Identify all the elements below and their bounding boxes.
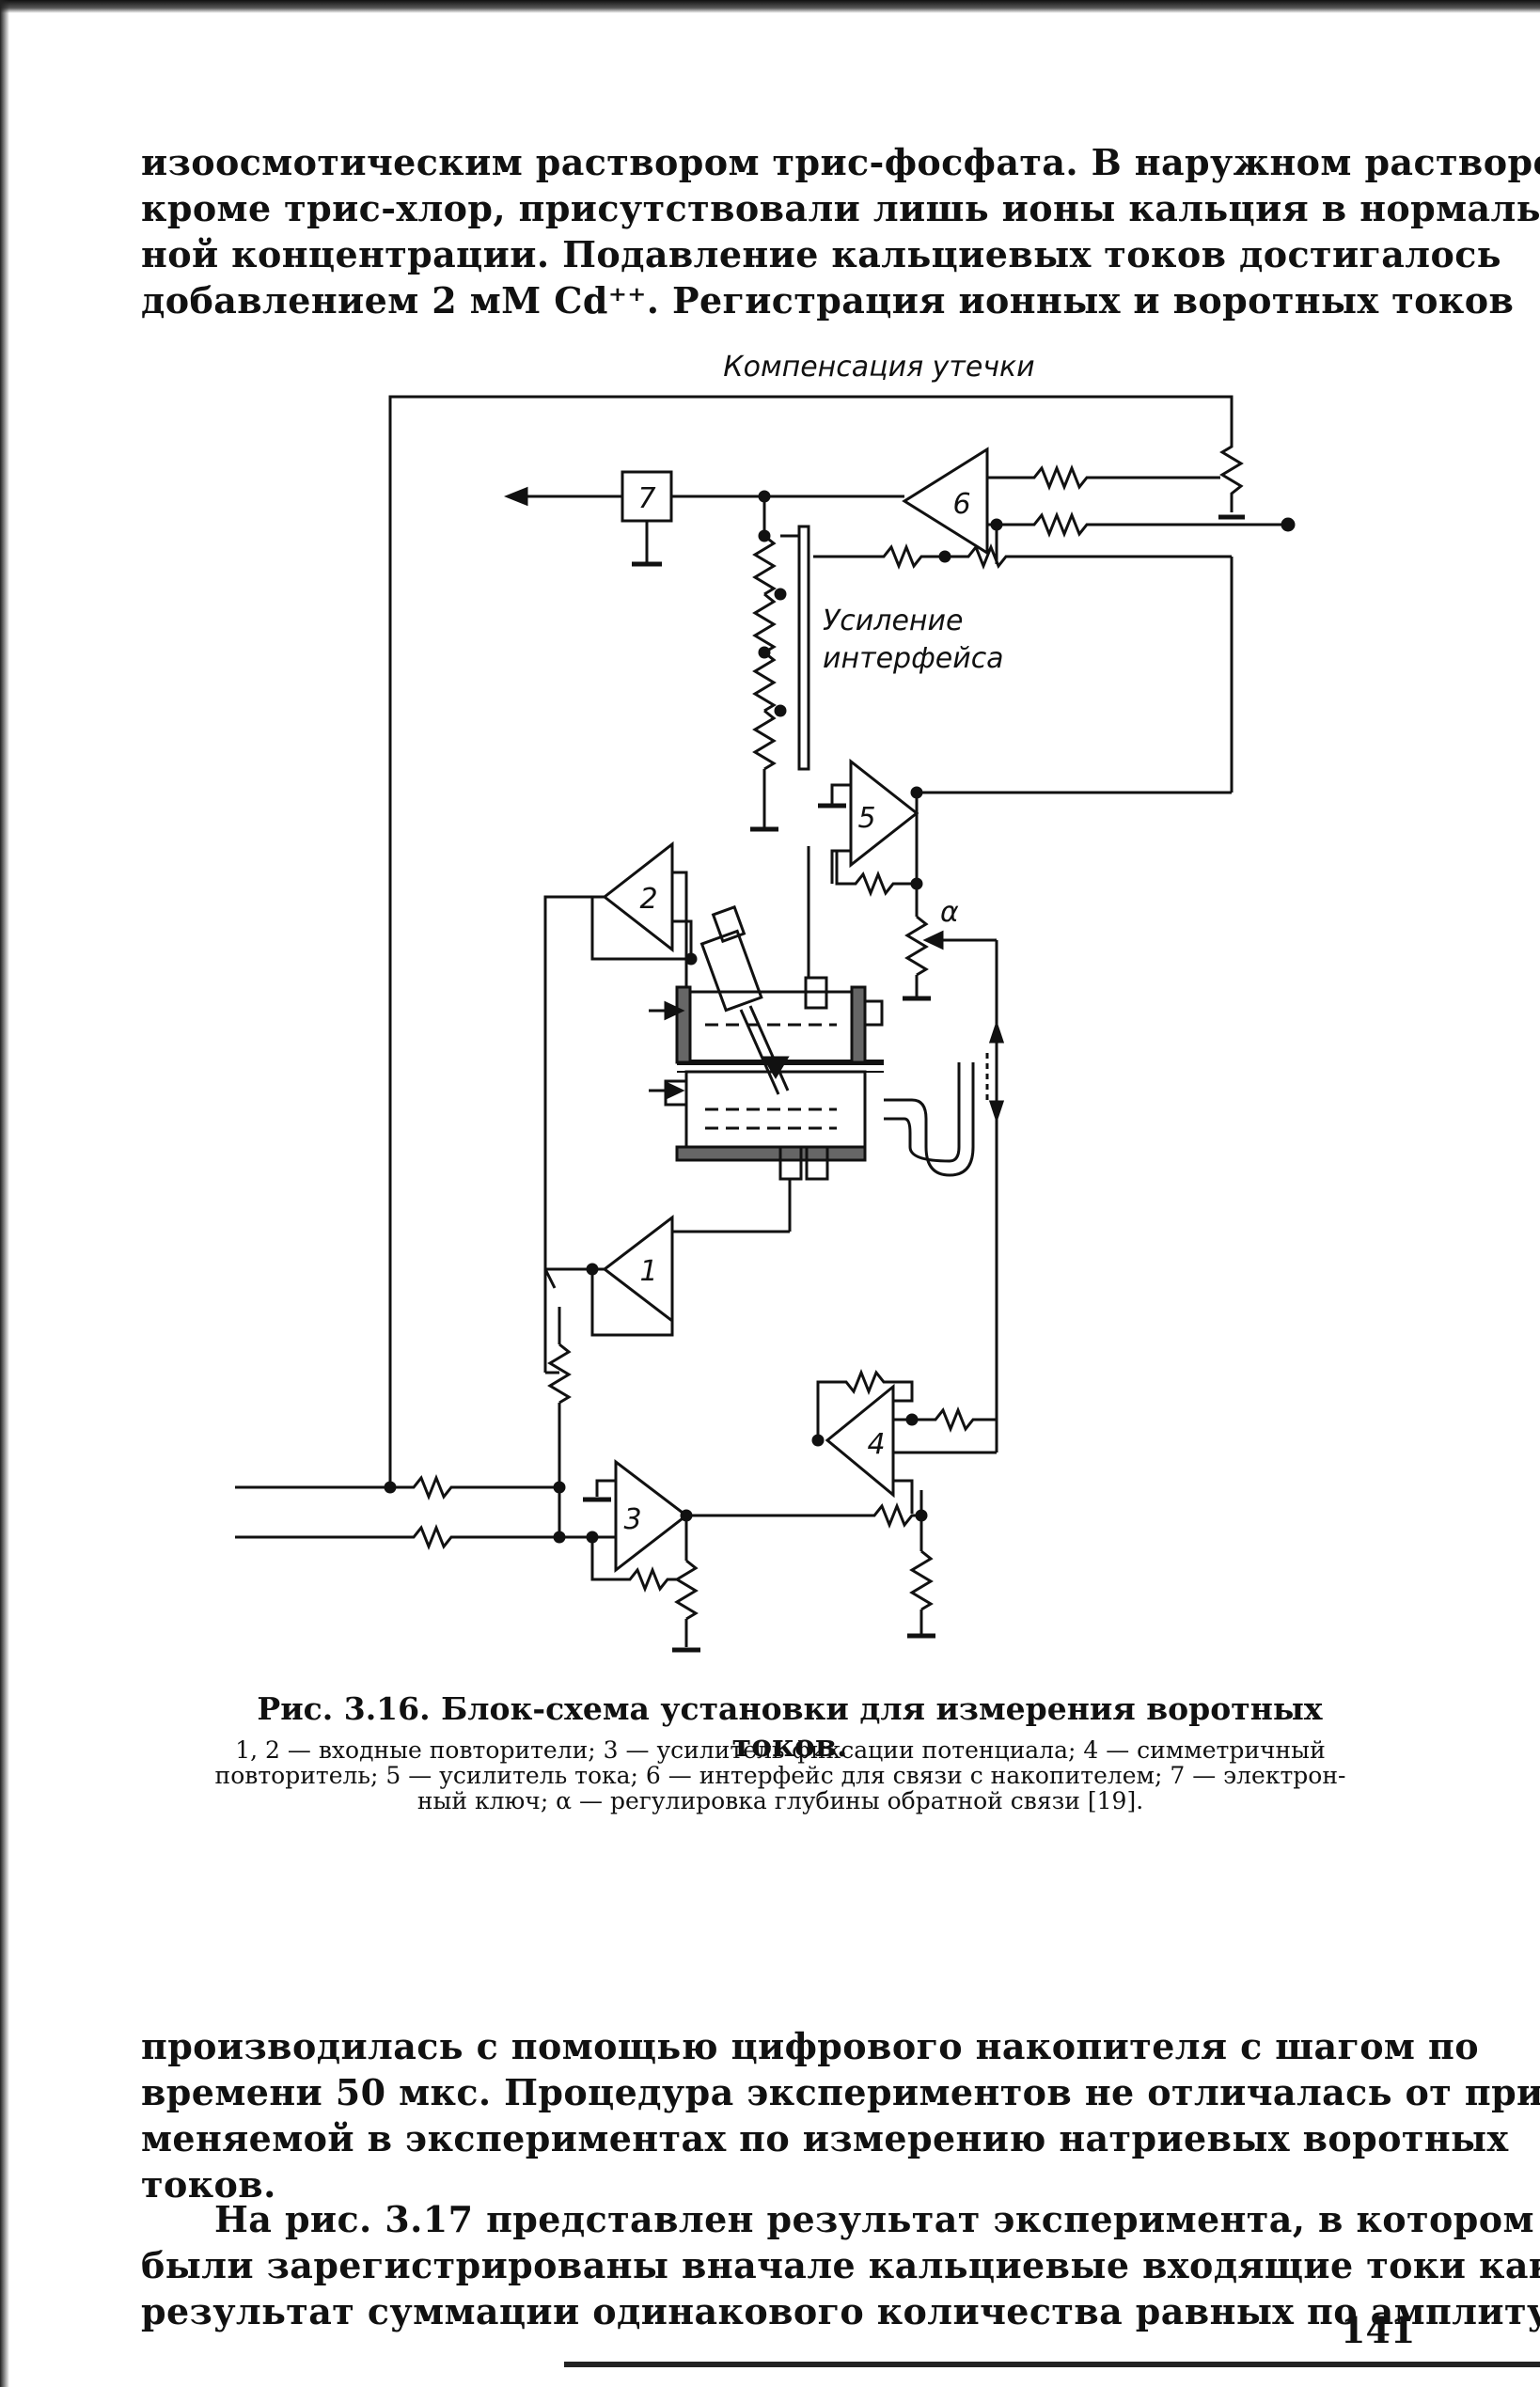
text-line: изоосмотическим раствором трис-фосфата. … [141, 141, 1540, 183]
block-6-label: 6 [952, 488, 970, 521]
text-line: результат суммации одинакового количеств… [141, 2290, 1540, 2332]
text-line: времени 50 мкс. Процедура экспериментов … [141, 2071, 1540, 2113]
scan-edge-bottom [564, 2362, 1540, 2367]
block-4 [825, 1383, 895, 1499]
text-line: добавлением 2 мМ Cd⁺⁺. Регистрация ионны… [141, 279, 1515, 322]
electrode [699, 904, 790, 1095]
legend-line: 1, 2 — входные повторители; 3 — усилител… [235, 1736, 1326, 1764]
scan-edge-top [0, 0, 1540, 13]
block-6 [902, 447, 989, 556]
block-1-label: 1 [639, 1255, 657, 1288]
recording-chamber [649, 976, 1005, 1181]
text-line: ной концентрации. Подавление кальциевых … [141, 233, 1501, 275]
label-interface-gain-line2: интерфейса [823, 642, 1004, 675]
paragraph-bottom-2: На рис. 3.17 представлен результат экспе… [141, 2196, 1540, 2334]
text-line: были зарегистрированы вначале кальциевые… [141, 2244, 1540, 2286]
label-interface-gain-line1: Усиление [823, 605, 963, 637]
block-1 [602, 1214, 674, 1325]
block-5 [849, 758, 919, 869]
block-5-label: 5 [857, 802, 875, 835]
text-line: меняемой в экспериментах по измерению на… [141, 2117, 1509, 2159]
figure-caption-title: Рис. 3.16. Блок-схема установки для изме… [257, 1690, 1323, 1764]
figure-caption-legend: 1, 2 — входные повторители; 3 — усилител… [160, 1737, 1401, 1814]
legend-line: ный ключ; α — регулировка глубины обратн… [416, 1787, 1144, 1814]
scan-edge-left [0, 0, 9, 2387]
block-2 [602, 840, 674, 953]
legend-line: повторитель; 5 — усилитель тока; 6 — инт… [214, 1762, 1346, 1789]
paragraph-top: изоосмотическим раствором трис-фосфата. … [141, 139, 1540, 323]
block-3 [614, 1458, 689, 1574]
block-4-label: 4 [867, 1428, 885, 1461]
text-line: производилась с помощью цифрового накопи… [141, 2025, 1479, 2067]
block-3-label: 3 [623, 1503, 641, 1536]
paragraph-bottom: производилась с помощью цифрового накопи… [141, 2023, 1540, 2207]
text-line: кроме трис-хлор, присутствовали лишь ион… [141, 187, 1540, 229]
block-diagram: Компенсация утечки 7 6 Усиление интерфей… [235, 351, 1296, 1653]
page-number: 141 [1341, 2309, 1416, 2351]
block-7-label: 7 [637, 482, 655, 515]
label-leak-compensation: Компенсация утечки [723, 351, 1034, 384]
block-2-label: 2 [639, 883, 657, 916]
text-line: токов. [141, 2163, 276, 2206]
text-line: На рис. 3.17 представлен результат экспе… [214, 2198, 1534, 2240]
label-alpha: α [940, 896, 959, 929]
